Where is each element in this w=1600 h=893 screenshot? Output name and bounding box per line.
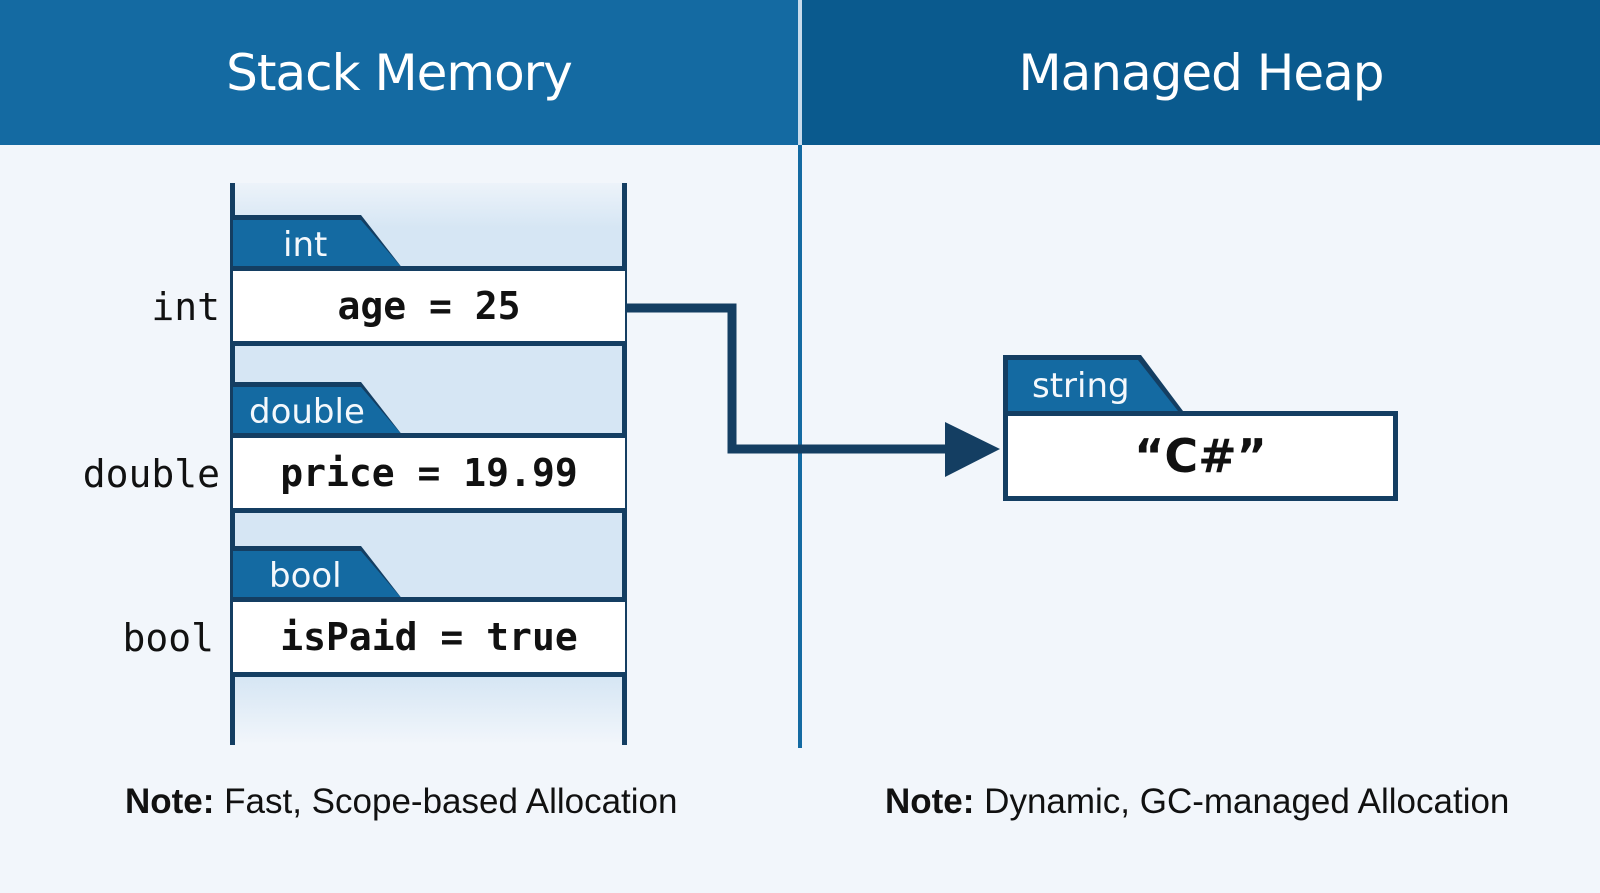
stack-memory-header: Stack Memory: [0, 0, 798, 145]
heap-value: “C#”: [1134, 429, 1267, 483]
side-label-bool: bool: [122, 616, 214, 660]
stack-slot-price: price = 19.99: [233, 433, 625, 513]
stack-slot-age: age = 25: [233, 266, 625, 346]
stack-note: Note: Fast, Scope-based Allocation: [125, 782, 678, 822]
heap-note-text: Dynamic, GC-managed Allocation: [974, 782, 1510, 821]
type-tab-bool: bool: [233, 551, 403, 600]
side-label-double: double: [82, 452, 220, 496]
managed-heap-header: Managed Heap: [802, 0, 1600, 145]
slot-value: age = 25: [337, 284, 521, 328]
heap-type-label: string: [1032, 365, 1130, 406]
type-tab-label: double: [249, 391, 365, 432]
heap-note: Note: Dynamic, GC-managed Allocation: [885, 782, 1509, 822]
managed-heap-title: Managed Heap: [1018, 43, 1385, 102]
arrow-line: [626, 303, 955, 454]
heap-value-box: “C#”: [1003, 411, 1398, 501]
stack-note-text: Fast, Scope-based Allocation: [214, 782, 678, 821]
header-separator: [798, 0, 802, 145]
slot-value: isPaid = true: [280, 615, 578, 659]
heap-note-label: Note:: [885, 782, 975, 821]
arrow-head-icon: [945, 422, 1000, 477]
stack-memory-title: Stack Memory: [226, 43, 573, 102]
side-label-int: int: [151, 285, 220, 329]
type-tab-label: int: [283, 224, 328, 265]
stack-note-label: Note:: [125, 782, 215, 821]
stack-slot-ispaid: isPaid = true: [233, 597, 625, 677]
type-tab-label: bool: [269, 555, 342, 596]
stack-left-rail: [230, 183, 235, 745]
heap-type-tab: string: [1008, 360, 1178, 411]
slot-value: price = 19.99: [280, 451, 578, 495]
